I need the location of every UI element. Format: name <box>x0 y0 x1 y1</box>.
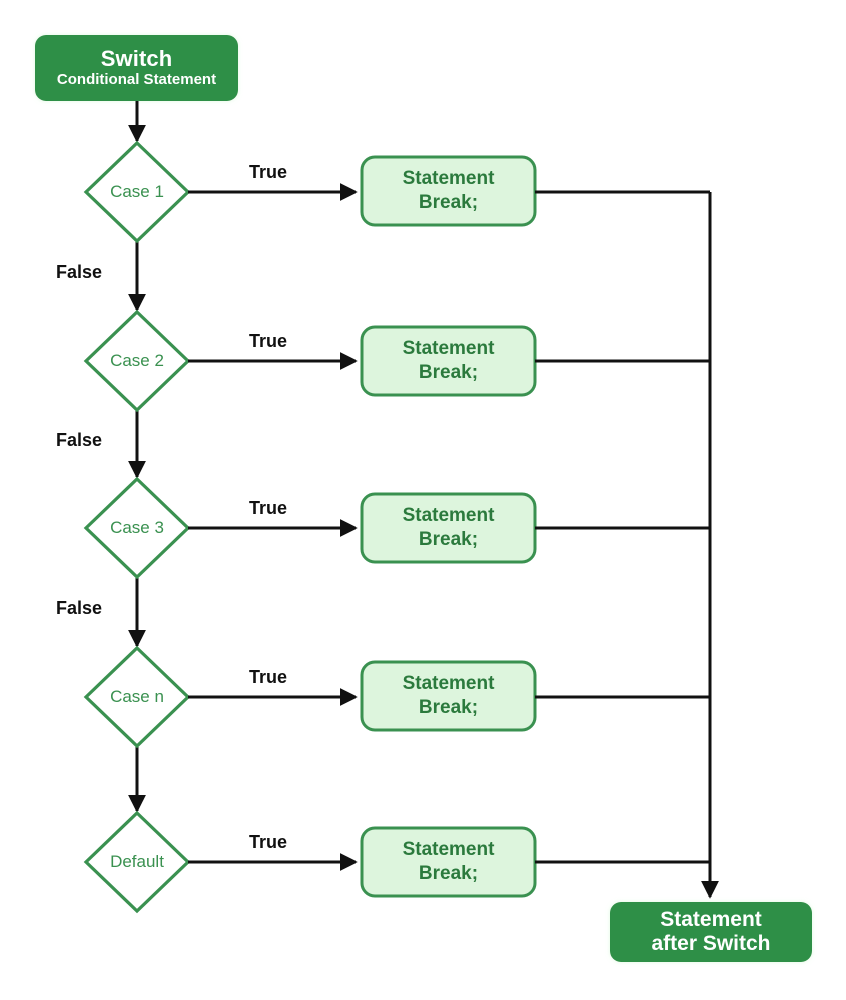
statement-box-4[interactable] <box>360 660 537 732</box>
decision-case-2[interactable] <box>83 309 191 413</box>
statement-after-switch-shape[interactable] <box>610 902 812 962</box>
statement-box-2[interactable] <box>360 325 537 397</box>
decision-case-3[interactable] <box>83 476 191 580</box>
statement-box-1[interactable] <box>360 155 537 227</box>
decision-case-1[interactable] <box>83 140 191 244</box>
statement-box-5[interactable] <box>360 826 537 898</box>
statement-box-3[interactable] <box>360 492 537 564</box>
decision-default[interactable] <box>83 810 191 914</box>
decision-case-n[interactable] <box>83 645 191 749</box>
switch-node-shape[interactable] <box>35 35 238 101</box>
